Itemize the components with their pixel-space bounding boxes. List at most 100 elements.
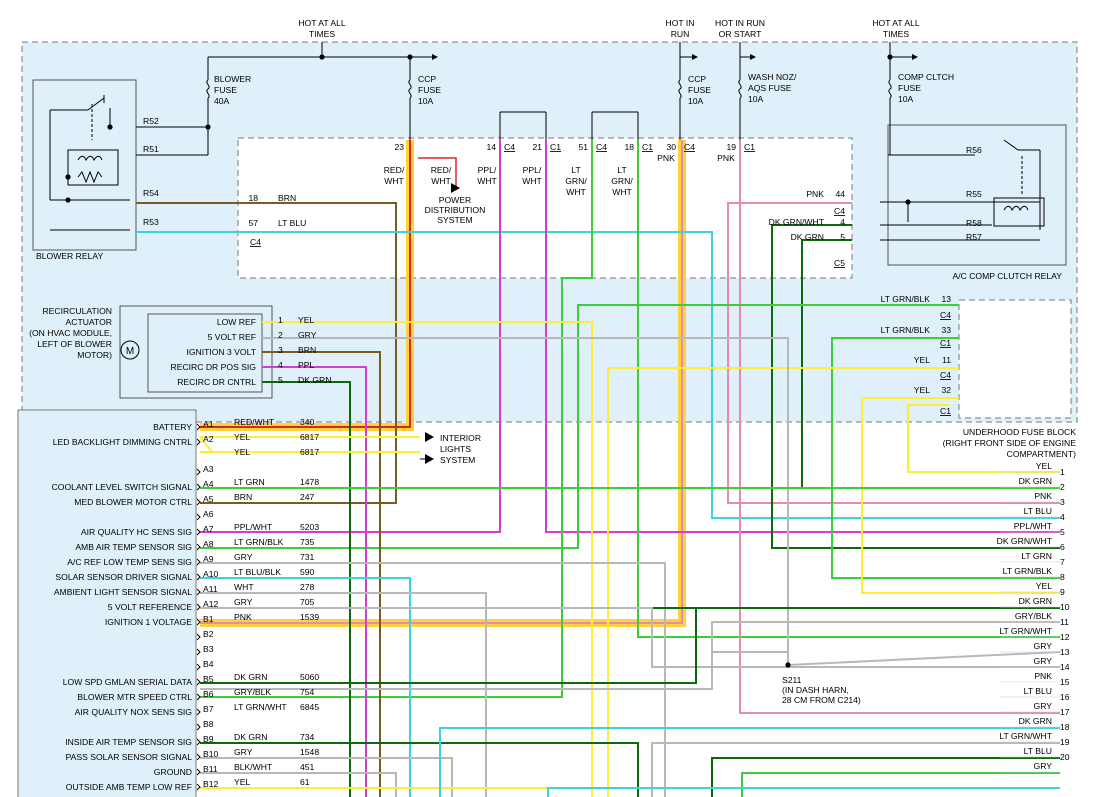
dkgrn-wht-wire <box>771 224 1060 549</box>
module-pin <box>196 738 201 746</box>
wire-color-label: WHT <box>431 176 451 186</box>
module-pin <box>196 603 201 611</box>
fuse-block-title: UNDERHOOD FUSE BLOCK <box>963 427 1076 437</box>
relay-coil <box>77 155 103 162</box>
ac-relay-coil-frame <box>993 197 1045 227</box>
yel-wire-9 <box>861 397 1060 594</box>
module-pin-id: B6 <box>203 689 214 699</box>
gry-blk-wire <box>711 621 1061 667</box>
module-pin-id: B11 <box>203 764 218 774</box>
gry-wire-705 <box>200 607 1060 668</box>
wire-number: 1 <box>1060 467 1065 477</box>
module-signal-label: PASS SOLAR SENSOR SIGNAL <box>66 752 193 762</box>
wire-number: 18 <box>1060 722 1070 732</box>
recirc-cntrl <box>262 381 351 797</box>
fuse-label: 10A <box>748 94 764 104</box>
relay-pin: R52 <box>143 116 159 126</box>
blower-relay-title: BLOWER RELAY <box>36 251 103 261</box>
module-signal-label: A/C REF LOW TEMP SENS SIG <box>67 557 192 567</box>
power-dist-arrow <box>451 183 460 193</box>
wire-color-label: LT GRN/BLK <box>234 537 284 547</box>
connector-id: C4 <box>504 142 515 152</box>
dkgrn-wire-734 <box>200 742 639 797</box>
wire-number: 13 <box>1060 647 1070 657</box>
power-source-label: HOT IN <box>666 18 695 28</box>
relay-pin: R53 <box>143 217 159 227</box>
pin-number: 5 <box>840 232 845 242</box>
wire-color-label: LT GRN/WHT <box>234 702 287 712</box>
wire-color-label: BRN <box>278 193 296 203</box>
wire-color-label: BRN <box>234 492 252 502</box>
module-pin <box>196 543 201 551</box>
junction-dot <box>65 174 71 180</box>
wire-color-label: WHT <box>477 176 497 186</box>
recirc-pin-label: RECIRC DR POS SIG <box>171 362 257 372</box>
blower-relay-box <box>32 79 137 251</box>
circuit-number: 6845 <box>300 702 319 712</box>
module-signal-label: LOW SPD GMLAN SERIAL DATA <box>63 677 193 687</box>
circuit-number: 754 <box>300 687 315 697</box>
pin-number: 33 <box>941 325 951 335</box>
module-signal-label: GROUND <box>154 767 192 777</box>
module-pin-id: B9 <box>203 734 214 744</box>
module-pin-id: B10 <box>203 749 219 759</box>
relay-pin: R54 <box>143 188 159 198</box>
wire-color-label: YEL <box>914 385 930 395</box>
power-source-label: RUN <box>671 29 690 39</box>
wire-color-label: LT BLU/BLK <box>234 567 281 577</box>
wire-color-label: LT <box>571 165 581 175</box>
module-pin-id: A11 <box>203 584 218 594</box>
module-pin-id: A6 <box>203 509 214 519</box>
pin-number: 11 <box>942 355 951 365</box>
connector-pin-number: 21 <box>532 142 542 152</box>
wire-number: 9 <box>1060 587 1065 597</box>
fuse-label: BLOWER <box>214 74 251 84</box>
module-signal-label: LED BACKLIGHT DIMMING CNTRL <box>53 437 192 447</box>
fuse-label: FUSE <box>898 83 921 93</box>
module-pin-id: B1 <box>203 614 214 624</box>
circuit-number: 590 <box>300 567 315 577</box>
module-signal-label: AIR QUALITY NOX SENS SIG <box>75 707 193 717</box>
module-pin-id: A2 <box>203 434 214 444</box>
wire-color-label: PPL/ <box>478 165 497 175</box>
wire-color-label: DK GRN/WHT <box>997 536 1053 546</box>
ac-relay-coil <box>1003 205 1029 212</box>
fuse-label: AQS FUSE <box>748 83 792 93</box>
ltgrn-wht-wire-6845 <box>200 140 593 698</box>
module-pin <box>196 648 201 656</box>
yel-wire-61 <box>607 367 959 797</box>
module-signal-label: AIR QUALITY HC SENS SIG <box>81 527 192 537</box>
wire-color-label: RED/ <box>431 165 452 175</box>
wire-number: 15 <box>1060 677 1070 687</box>
dkgrn-wire-5060 <box>200 608 697 684</box>
power-source-label: HOT IN RUN <box>715 18 765 28</box>
power-source-label: TIMES <box>309 29 336 39</box>
wire-color-label: GRN/ <box>611 176 633 186</box>
module-pin <box>196 483 201 491</box>
connector-id: C5 <box>834 258 845 268</box>
power-distribution-label: SYSTEM <box>437 215 472 225</box>
fuse-label: 10A <box>898 94 914 104</box>
wire-number: 10 <box>1060 602 1070 612</box>
circuit-number: 247 <box>300 492 315 502</box>
ccp-fuse-symbol <box>678 79 682 99</box>
ccp-fuse-symbol <box>408 79 412 99</box>
circuit-number: 61 <box>300 777 310 787</box>
recirc-pin-label: 5 VOLT REF <box>208 332 256 342</box>
connector-pin-number: 18 <box>624 142 634 152</box>
wire-color-label: YEL <box>1036 581 1052 591</box>
connector-id: C4 <box>684 142 695 152</box>
module-pin <box>196 708 201 716</box>
recirc-pin-label: RECIRC DR CNTRL <box>177 377 256 387</box>
circuit-number: 731 <box>300 552 315 562</box>
relay-coil-frame <box>67 149 119 186</box>
recirc-pos-sig <box>262 366 367 797</box>
yel-wire-1 <box>907 404 1060 473</box>
fuse-label: 10A <box>688 96 704 106</box>
module-pin <box>196 588 201 596</box>
connector-id: C1 <box>940 406 951 416</box>
pin-number: 44 <box>835 189 845 199</box>
module-signal-label: IGNITION 1 VOLTAGE <box>105 617 192 627</box>
connector-id: C4 <box>834 206 845 216</box>
